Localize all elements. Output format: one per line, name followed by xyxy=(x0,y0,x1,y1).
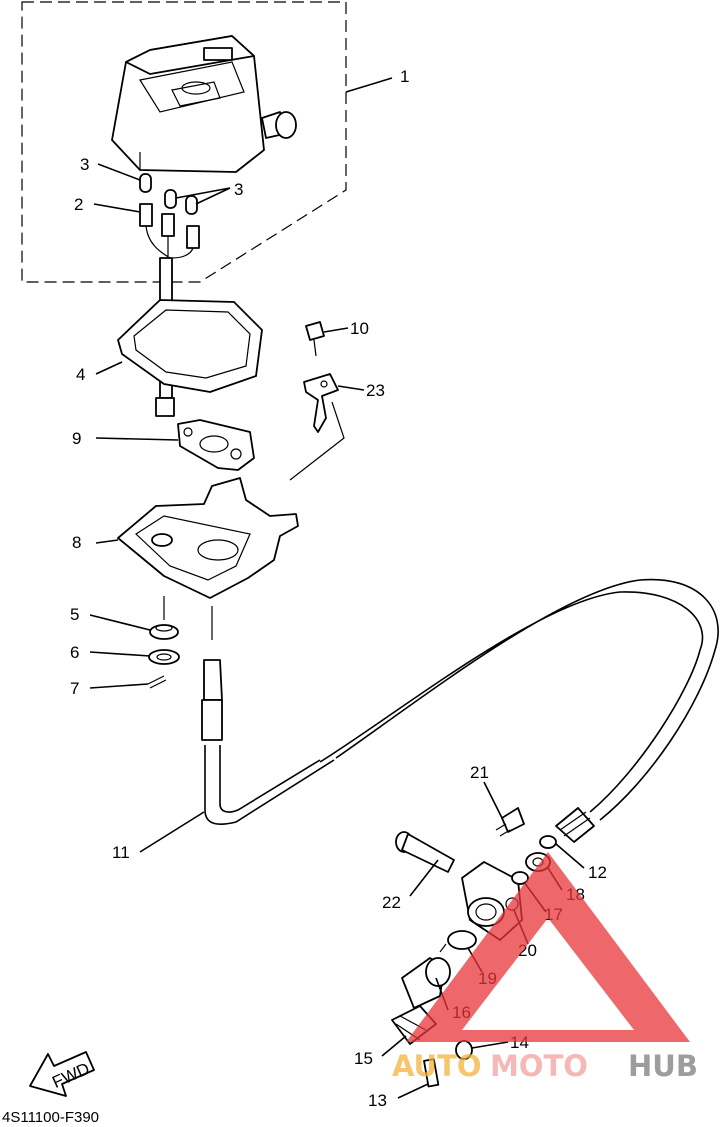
callout-5: 5 xyxy=(70,605,79,624)
bolt-22 xyxy=(395,831,455,873)
callout-6: 6 xyxy=(70,643,79,662)
callout-21: 21 xyxy=(470,763,489,782)
bolt-21 xyxy=(495,807,525,837)
washer-17 xyxy=(511,871,529,885)
meter-stay xyxy=(117,477,299,599)
callout-11: 11 xyxy=(112,843,130,862)
fwd-arrow-icon: FWD xyxy=(29,1051,95,1097)
callout-4: 4 xyxy=(76,365,85,384)
meter-case xyxy=(117,299,263,393)
watermark-auto: AUTO xyxy=(392,1049,482,1083)
callout-7: 7 xyxy=(70,679,79,698)
bulbs xyxy=(139,173,198,215)
washer-6 xyxy=(148,649,180,665)
callout-1: 1 xyxy=(400,67,409,86)
meter-gasket xyxy=(177,419,255,471)
callout-15: 15 xyxy=(354,1049,373,1068)
o-ring-12 xyxy=(539,835,557,849)
callout-23: 23 xyxy=(366,381,385,400)
pin-13 xyxy=(423,1058,440,1088)
clip-7 xyxy=(147,675,167,689)
callout-10: 10 xyxy=(350,319,369,338)
callout-12: 12 xyxy=(588,863,607,882)
assembly-group-outline xyxy=(21,1,347,283)
o-ring-19 xyxy=(447,930,477,950)
diagram-code: 4S11100-F390 xyxy=(2,1109,99,1126)
callout-3b: 3 xyxy=(234,180,243,199)
callout-22: 22 xyxy=(382,893,401,912)
speedometer-cable xyxy=(201,578,719,843)
callout-9: 9 xyxy=(72,429,81,448)
callout-13: 13 xyxy=(368,1091,387,1110)
watermark-hub: HUB xyxy=(628,1049,698,1083)
automotohub-logo-watermark: AUTO MOTO HUB xyxy=(392,852,698,1083)
bracket-23 xyxy=(303,373,339,433)
callout-2: 2 xyxy=(74,195,83,214)
callout-3a: 3 xyxy=(80,155,89,174)
bulb-sockets xyxy=(139,203,200,259)
meter-assembly xyxy=(111,35,297,173)
gear-16 xyxy=(401,943,451,1009)
watermark-moto: MOTO xyxy=(490,1049,588,1083)
bolt-10 xyxy=(305,321,325,357)
callout-8: 8 xyxy=(72,533,81,552)
grommet-5 xyxy=(149,624,179,640)
